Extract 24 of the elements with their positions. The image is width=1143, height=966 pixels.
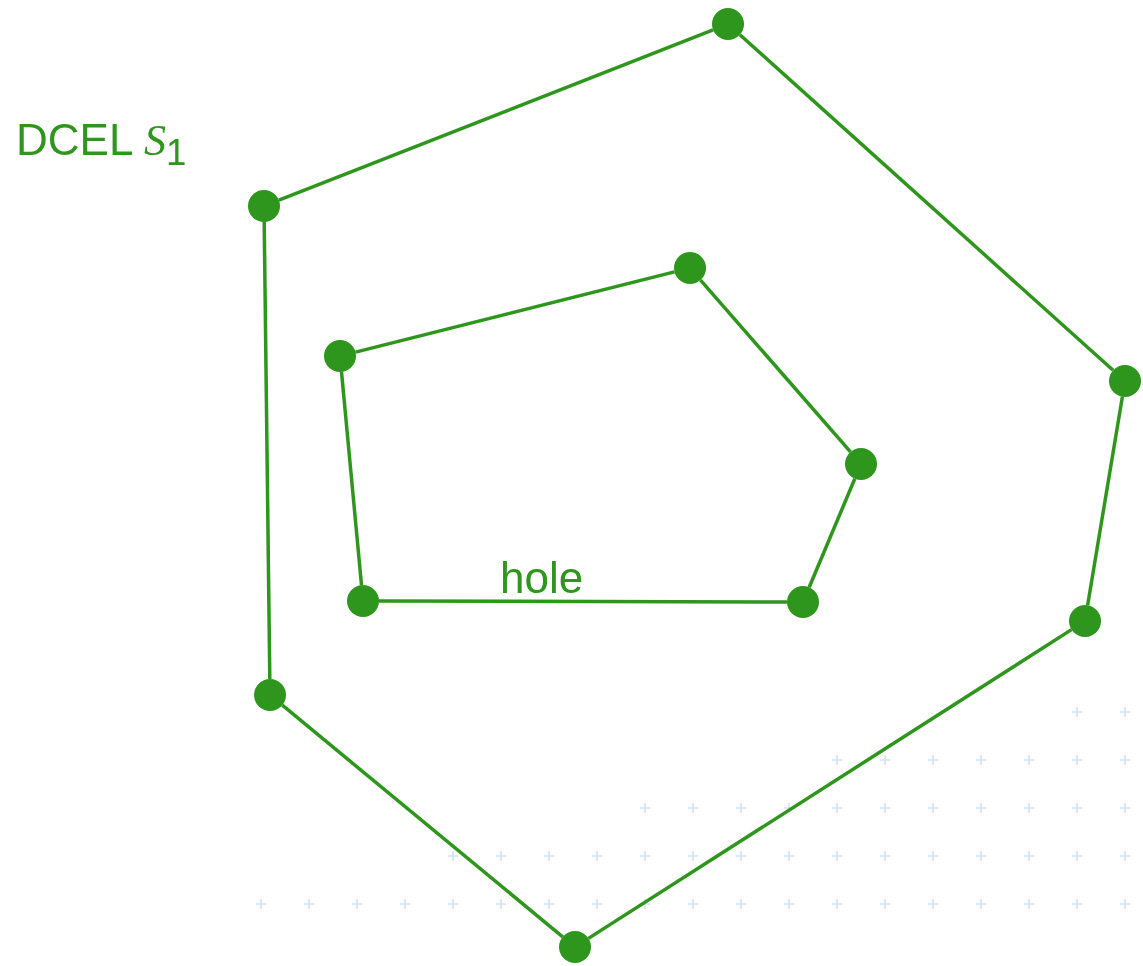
vertex-dot [1109,365,1141,397]
vertex-dot [248,190,280,222]
polygon-edge [355,270,675,354]
polygon-edge [262,221,272,680]
polygon-edge [379,599,787,604]
vertex-dot [1069,605,1101,637]
polygon-edge [699,278,852,454]
polygon-label: DCEL S$_{1}$ [16,118,187,172]
hole-label: hole [500,556,584,600]
polygon-edge [339,371,364,586]
vertex-dot [674,252,706,284]
polygon-edge [807,478,857,588]
vertex-dot [324,340,356,372]
polygon-edge [587,628,1073,940]
vertex-dot [347,585,379,617]
polygon-edge [738,33,1115,372]
vertex-dot [845,448,877,480]
vertex-dot [787,586,819,618]
polygon-edge [278,28,714,202]
vertex-dot [712,8,744,40]
vertex-dot [254,679,286,711]
polygon-edge [281,703,564,939]
polygon-edge [1085,396,1125,606]
vertex-dot [559,931,591,963]
